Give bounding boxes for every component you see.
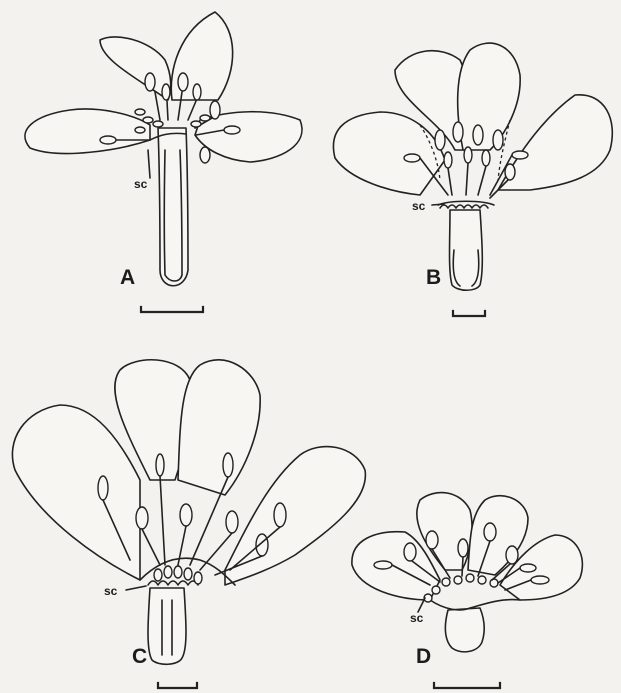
panel-d-sc-label: sc [410, 611, 424, 625]
panel-b-letter: B [426, 266, 441, 289]
panel-d: sc D [352, 493, 583, 688]
panel-b-sc-leader [432, 204, 444, 205]
panel-c-letter: C [132, 645, 147, 668]
panel-a-letter: A [120, 266, 135, 289]
panel-c-sc-label: sc [104, 584, 118, 598]
panel-d-scale-bar [434, 683, 500, 688]
panel-a-scale-bar [141, 307, 203, 312]
panel-c-sc-leader [126, 586, 146, 590]
panel-a-flower [25, 12, 302, 286]
panel-c-scales [148, 566, 202, 585]
panel-a-sc-leader [148, 150, 150, 178]
panel-d-letter: D [416, 645, 431, 668]
panel-c-flower [12, 360, 365, 665]
panel-a-sc-label: sc [134, 177, 148, 191]
panel-c: sc C [12, 360, 365, 688]
panel-d-flower [352, 493, 583, 652]
panel-b-sc-label: sc [412, 199, 426, 213]
panel-a: sc A [25, 12, 302, 312]
panel-b: sc B [333, 43, 612, 316]
panel-b-flower [333, 43, 612, 290]
panel-c-scale-bar [158, 683, 197, 688]
panel-b-scale-bar [453, 311, 485, 316]
